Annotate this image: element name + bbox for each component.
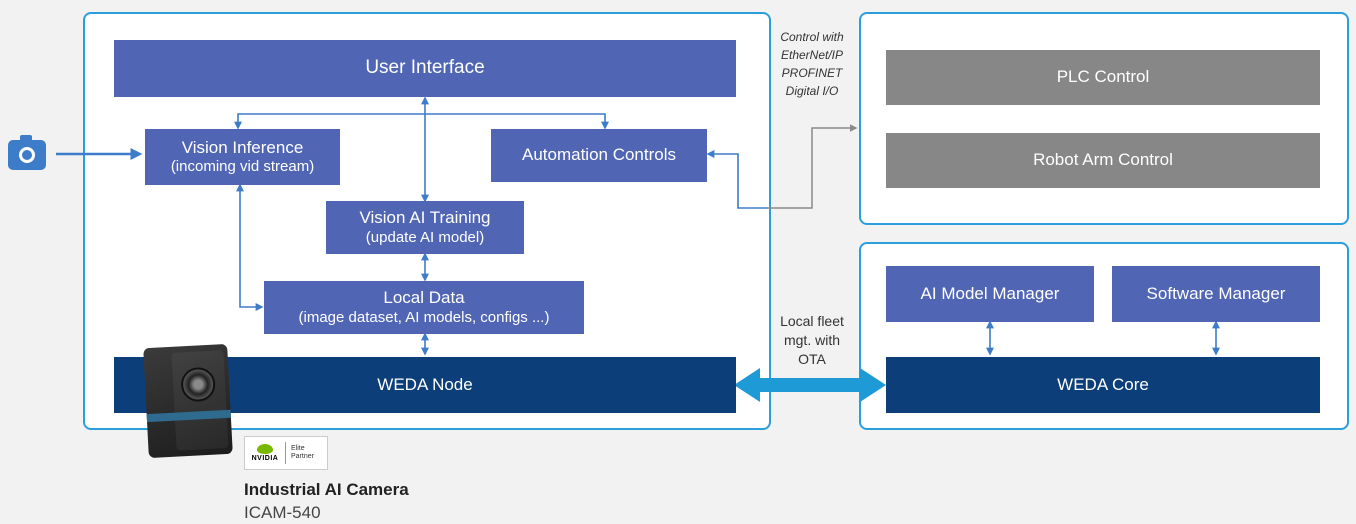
nvidia-brand-text: NVIDIA bbox=[251, 455, 279, 462]
weda-core-label: WEDA Core bbox=[1057, 374, 1149, 394]
control-panel bbox=[859, 12, 1349, 225]
user-interface-box: User Interface bbox=[114, 40, 736, 97]
vision-ai-training-subtitle: (update AI model) bbox=[365, 228, 485, 246]
vision-inference-title: Vision Inference bbox=[181, 137, 304, 157]
fleet-management-note: Local fleet mgt. with OTA bbox=[780, 313, 844, 367]
ai-model-manager-label: AI Model Manager bbox=[920, 283, 1060, 303]
vision-inference-box: Vision Inference (incoming vid stream) bbox=[145, 129, 340, 185]
plc-control-label: PLC Control bbox=[1056, 67, 1150, 87]
badge-separator bbox=[285, 442, 286, 464]
control-protocols-note: Control with EtherNet/IP PROFINET Digita… bbox=[780, 30, 844, 98]
badge-tier-text: Elite Partner bbox=[291, 444, 314, 460]
product-name: Industrial AI Camera bbox=[244, 480, 409, 499]
user-interface-label: User Interface bbox=[365, 57, 485, 79]
software-manager-label: Software Manager bbox=[1146, 283, 1286, 303]
automation-controls-box: Automation Controls bbox=[491, 129, 707, 182]
weda-core-box: WEDA Core bbox=[886, 357, 1320, 413]
nvidia-logo: NVIDIA bbox=[245, 437, 285, 469]
plc-control-box: PLC Control bbox=[886, 50, 1320, 105]
camera-icon bbox=[8, 135, 46, 170]
local-data-subtitle: (image dataset, AI models, configs ...) bbox=[298, 308, 550, 326]
control-link-arrow bbox=[768, 124, 858, 209]
camera-product-photo bbox=[143, 343, 233, 459]
product-model: ICAM-540 bbox=[244, 503, 321, 522]
local-data-title: Local Data bbox=[383, 288, 465, 308]
robot-arm-control-label: Robot Arm Control bbox=[1033, 150, 1173, 170]
local-data-box: Local Data (image dataset, AI models, co… bbox=[264, 281, 584, 334]
software-manager-box: Software Manager bbox=[1112, 266, 1320, 322]
weda-node-label: WEDA Node bbox=[377, 374, 473, 394]
ai-model-manager-box: AI Model Manager bbox=[886, 266, 1094, 322]
vision-ai-training-title: Vision AI Training bbox=[359, 208, 491, 228]
vision-ai-training-box: Vision AI Training (update AI model) bbox=[326, 201, 524, 254]
robot-arm-control-box: Robot Arm Control bbox=[886, 133, 1320, 188]
nvidia-partner-badge: NVIDIA Elite Partner bbox=[244, 436, 328, 470]
nvidia-eye-icon bbox=[257, 444, 273, 454]
vision-inference-subtitle: (incoming vid stream) bbox=[170, 158, 315, 176]
automation-controls-label: Automation Controls bbox=[521, 145, 677, 165]
